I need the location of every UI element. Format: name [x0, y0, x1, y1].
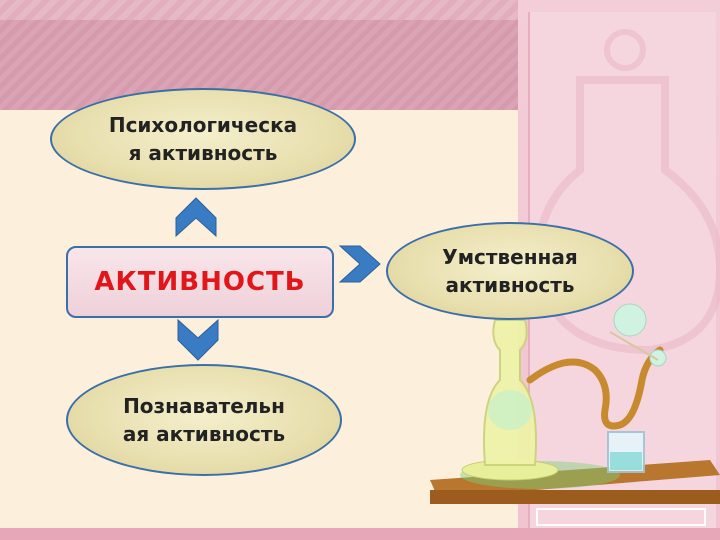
center-label: АКТИВНОСТЬ — [94, 267, 306, 297]
node-cognitive-activity: Познавательн ая активность — [66, 364, 342, 476]
apparatus-bulb — [488, 390, 532, 430]
arrow-right — [338, 245, 381, 283]
node-label: Психологическа я активность — [108, 113, 298, 165]
bottom-strip — [0, 528, 720, 540]
chemistry-apparatus-illustration — [430, 29, 720, 504]
arrow-down — [177, 318, 219, 361]
node-label: Познавательн ая активность — [122, 394, 286, 446]
small-bulb-left — [613, 303, 647, 337]
beaker-liquid — [610, 452, 642, 470]
table-top — [430, 460, 720, 498]
table-front — [430, 490, 720, 504]
node-label: Умственная активность — [442, 245, 578, 297]
arrow-up — [175, 197, 217, 238]
footer-box — [536, 508, 706, 526]
connecting-tube — [526, 346, 664, 430]
decor-ring — [604, 29, 646, 71]
small-bulb-right — [649, 349, 667, 367]
node-mental-activity: Умственная активность — [386, 222, 634, 320]
node-psychological-activity: Психологическа я активность — [50, 88, 356, 190]
center-node-activity: АКТИВНОСТЬ — [66, 246, 334, 318]
bulb-stem — [609, 331, 659, 361]
